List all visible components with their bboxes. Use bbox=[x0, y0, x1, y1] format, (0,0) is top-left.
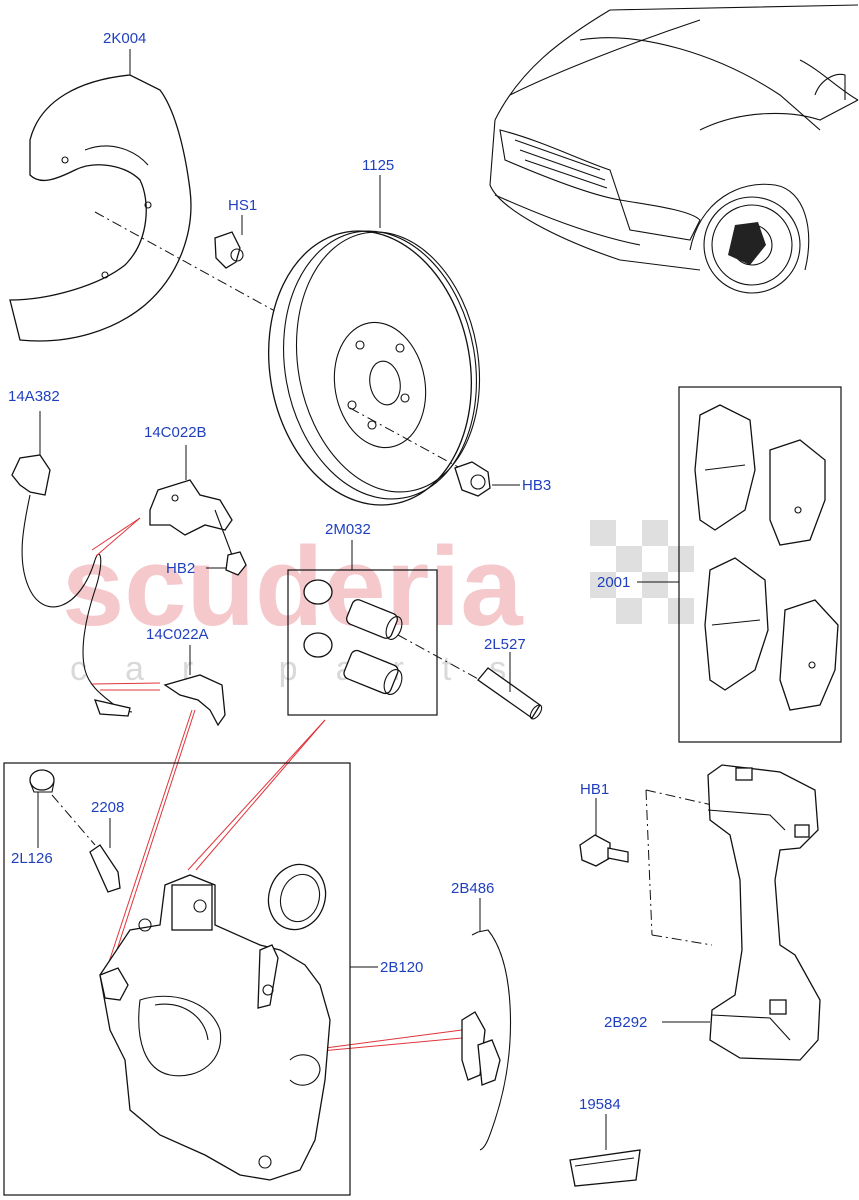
brake-pad-box-2001 bbox=[678, 386, 842, 743]
callout-2B292: 2B292 bbox=[604, 1014, 647, 1031]
callout-2K004: 2K004 bbox=[103, 30, 146, 47]
watermark-brand: scuderia bbox=[62, 524, 523, 649]
brake-pads bbox=[694, 404, 839, 711]
wear-sensor-cable-14A382 bbox=[11, 454, 133, 717]
vehicle-illustration bbox=[489, 4, 859, 294]
callout-HB1: HB1 bbox=[580, 781, 609, 798]
caliper-box-2B120 bbox=[3, 762, 351, 1196]
callout-HB2: HB2 bbox=[166, 560, 195, 577]
callout-2B486: 2B486 bbox=[451, 880, 494, 897]
spring-clip-2B486 bbox=[461, 929, 512, 1151]
callout-HS1: HS1 bbox=[228, 197, 257, 214]
piston-seal bbox=[267, 863, 327, 931]
callout-19584: 19584 bbox=[579, 1096, 621, 1113]
bolt-HB1 bbox=[579, 834, 629, 867]
callout-2L126: 2L126 bbox=[11, 850, 53, 867]
callout-HB3: HB3 bbox=[522, 477, 551, 494]
callout-2001: 2001 bbox=[597, 574, 630, 591]
callout-14C022A: 14C022A bbox=[146, 626, 209, 643]
bleed-screw-2208 bbox=[89, 844, 121, 893]
splash-shield-2K004 bbox=[9, 74, 192, 342]
watermark-tagline: car parts bbox=[70, 650, 544, 688]
bracket-14C022B bbox=[149, 479, 233, 536]
callout-1125: 1125 bbox=[362, 157, 394, 174]
guide-pin-sleeves bbox=[303, 579, 403, 695]
callout-2L527: 2L527 bbox=[484, 636, 526, 653]
caliper-carrier-2B292 bbox=[707, 764, 821, 1061]
grease-sachet-19584 bbox=[569, 1149, 641, 1187]
bracket-14C022A bbox=[163, 674, 226, 727]
brake-disc-1125 bbox=[267, 230, 481, 506]
caliper-body-2B120 bbox=[99, 874, 331, 1181]
callout-2B120: 2B120 bbox=[380, 959, 423, 976]
bleed-cap-2L126 bbox=[29, 769, 55, 793]
bolt-HB3 bbox=[454, 461, 491, 497]
callout-14A382: 14A382 bbox=[8, 388, 60, 405]
association-lines bbox=[91, 517, 463, 1053]
guide-kit-box-2M032 bbox=[287, 569, 438, 716]
checkered-flag-icon bbox=[590, 520, 694, 624]
callout-14C022B: 14C022B bbox=[144, 424, 207, 441]
callout-2M032: 2M032 bbox=[325, 521, 371, 538]
callout-2208: 2208 bbox=[91, 799, 124, 816]
bolt-HB2 bbox=[214, 509, 247, 576]
bolt-HS1 bbox=[214, 231, 244, 269]
guide-pin-2L527 bbox=[477, 667, 543, 720]
